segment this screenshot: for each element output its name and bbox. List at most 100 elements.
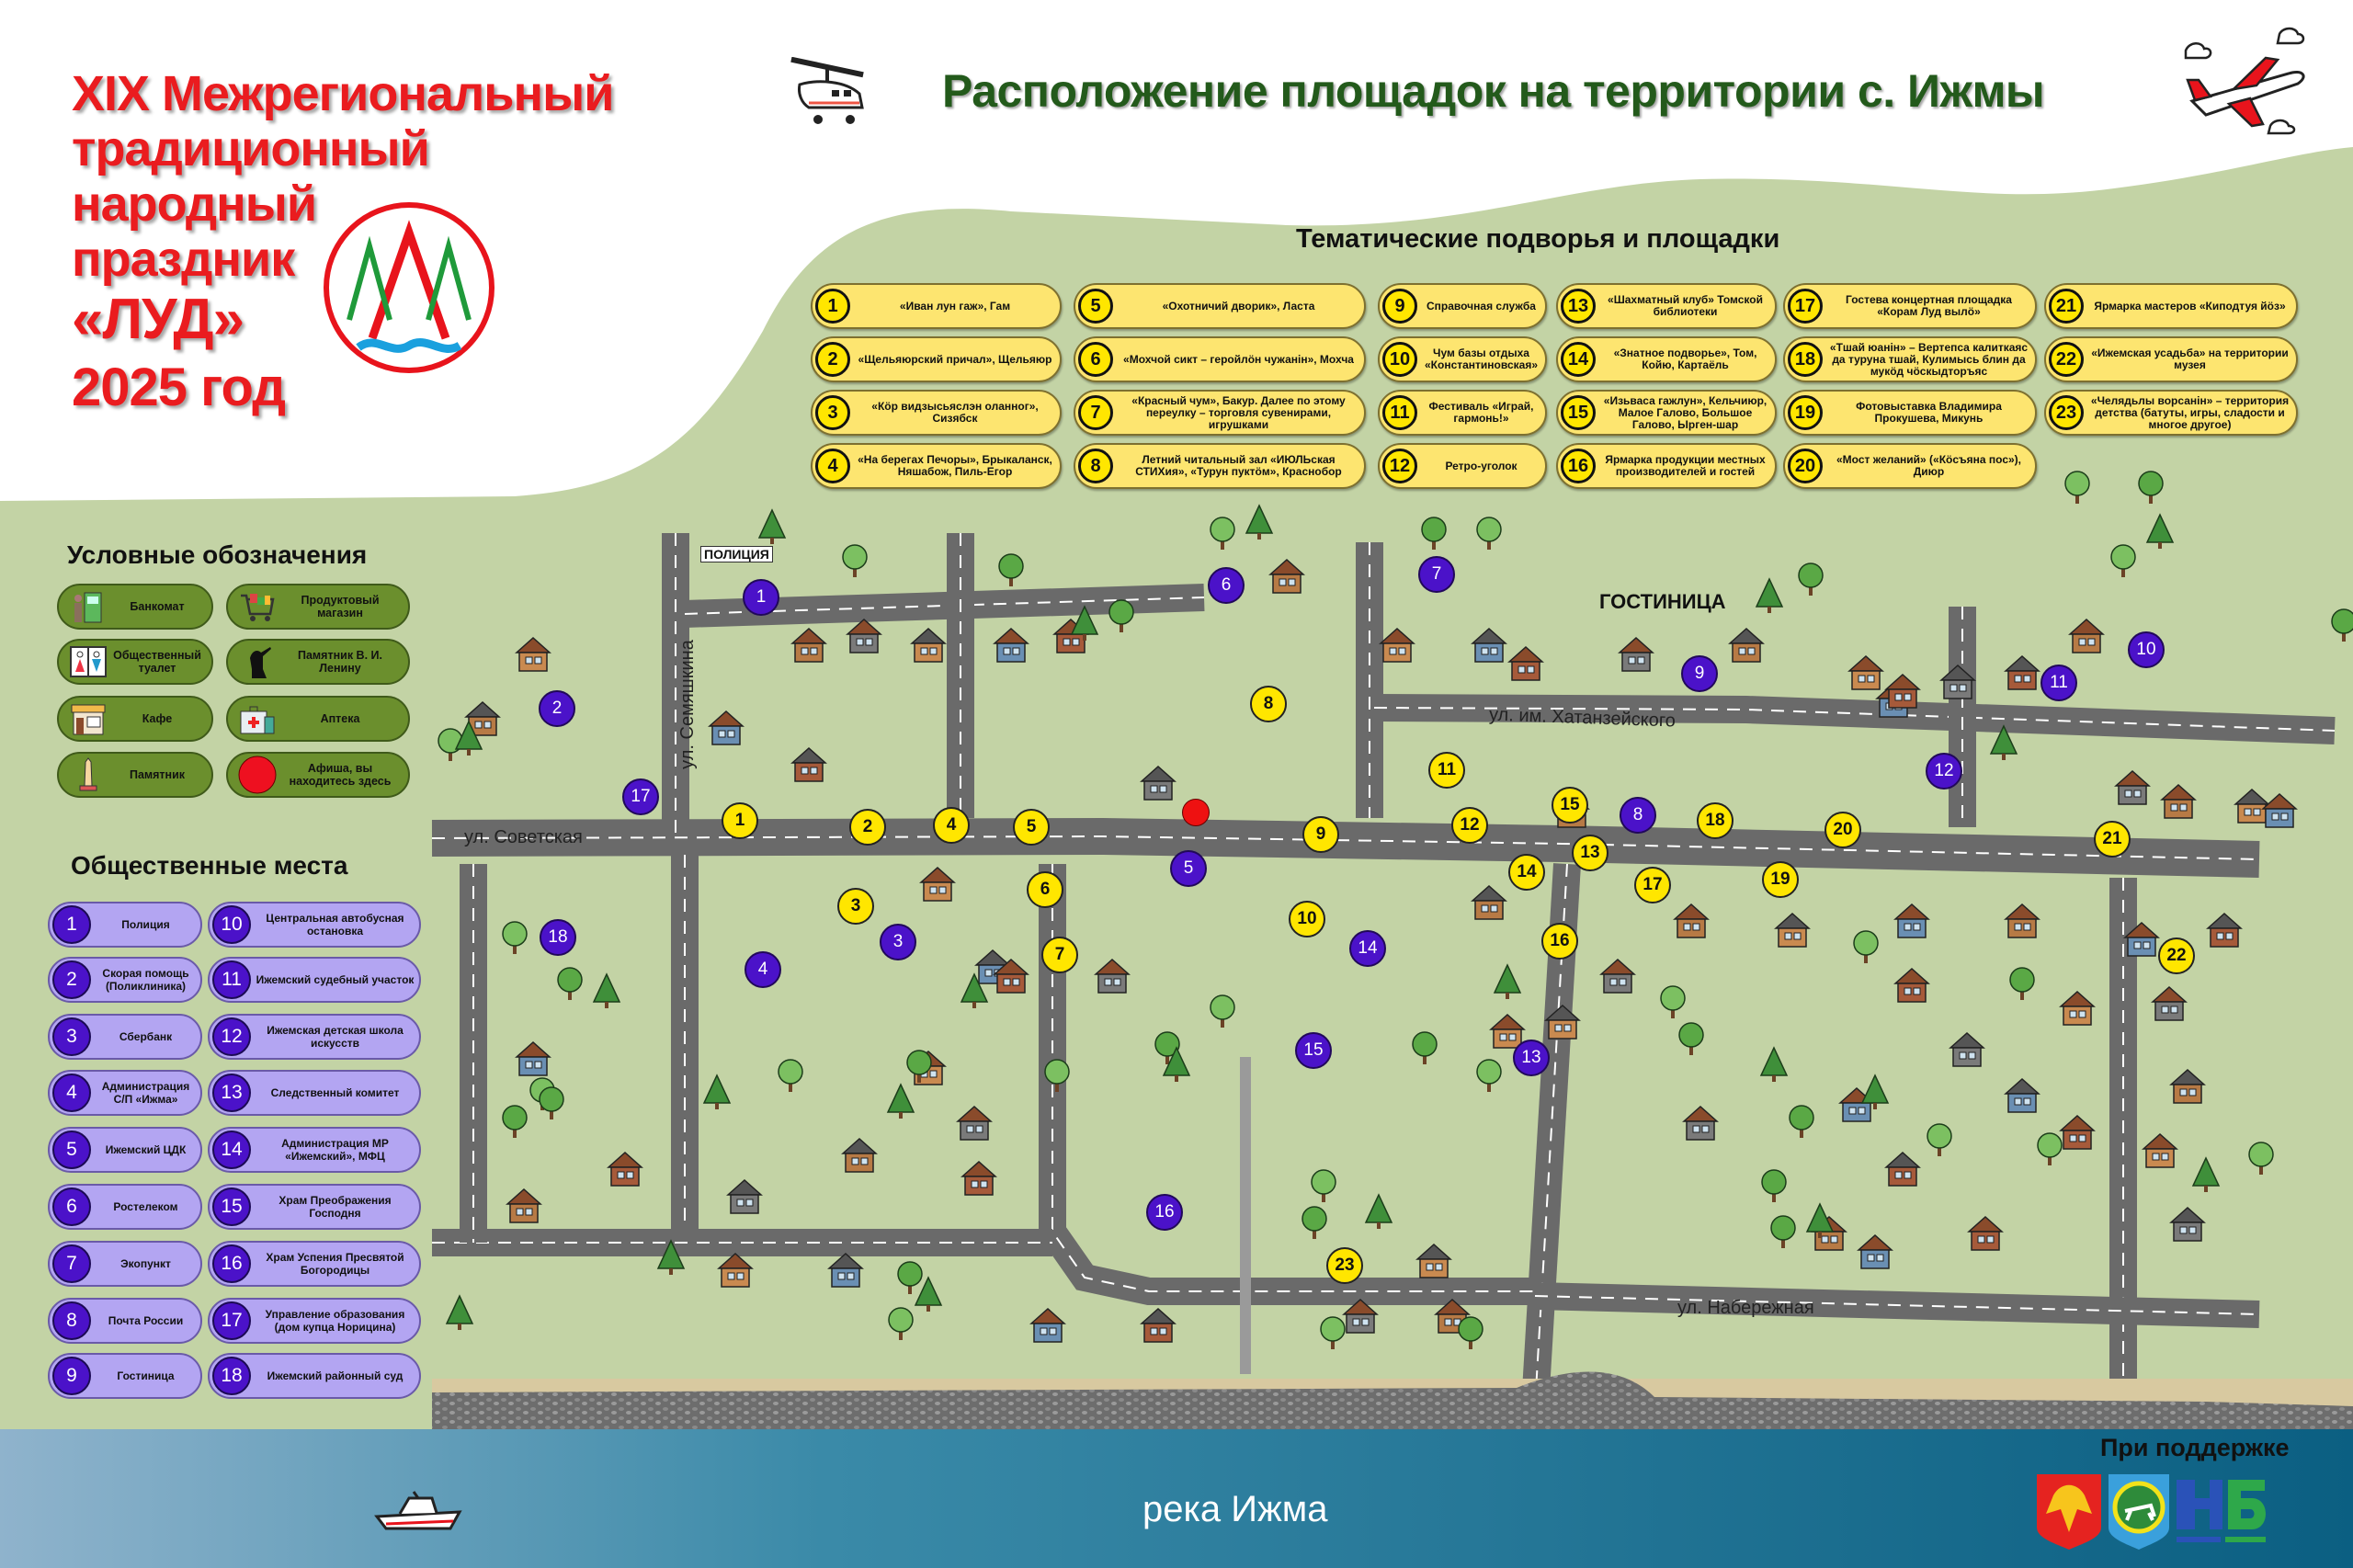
thematic-site-marker[interactable]: 2 xyxy=(849,809,886,846)
public-place-marker[interactable]: 3 xyxy=(880,924,916,960)
thematic-site-marker[interactable]: 13 xyxy=(1572,835,1608,871)
thematic-site-marker[interactable]: 5 xyxy=(1013,809,1050,846)
thematic-item-label: «Кöр видзысьяслэн оланног», Сизябск xyxy=(871,400,1039,425)
public-place-marker[interactable]: 7 xyxy=(1418,556,1455,593)
legend-item: Банкомат xyxy=(57,584,213,630)
house-icon xyxy=(846,618,882,653)
tree-icon xyxy=(757,508,787,544)
tree-icon xyxy=(1927,1123,1952,1156)
monument-icon xyxy=(68,756,108,793)
thematic-item-number: 22 xyxy=(2049,342,2084,377)
thematic-item-label: Летний читальный зал «ИЮЛЬская СТИХия», … xyxy=(1135,453,1342,478)
tree-icon xyxy=(1759,1046,1789,1082)
thematic-site-marker[interactable]: 8 xyxy=(1250,686,1287,722)
public-place-label: Сбербанк xyxy=(119,1030,173,1043)
public-place-marker[interactable]: 18 xyxy=(540,919,576,956)
thematic-site-marker[interactable]: 1 xyxy=(722,802,758,839)
thematic-item: 5«Охотничий дворик», Ласта xyxy=(1074,283,1366,329)
tree-icon xyxy=(2009,967,2035,1000)
tree-icon xyxy=(1108,599,1134,632)
public-place-marker[interactable]: 15 xyxy=(1295,1032,1332,1069)
thematic-site-marker[interactable]: 22 xyxy=(2158,937,2195,974)
public-place-number: 11 xyxy=(212,960,251,999)
public-place-marker[interactable]: 5 xyxy=(1170,850,1207,887)
sponsor-logos xyxy=(2037,1474,2266,1550)
thematic-item: 14«Знатное подворье», Том, Койю, Картаёл… xyxy=(1556,336,1777,382)
thematic-site-marker[interactable]: 21 xyxy=(2094,821,2131,858)
thematic-item-number: 8 xyxy=(1078,449,1113,483)
tree-icon xyxy=(1770,1215,1796,1248)
public-place-marker[interactable]: 13 xyxy=(1513,1040,1550,1076)
people-budget-logo xyxy=(2177,1480,2266,1542)
road-centerline xyxy=(431,835,2260,860)
tree-icon xyxy=(1311,1169,1336,1202)
tree-icon xyxy=(454,720,483,756)
you-are-here-marker[interactable] xyxy=(1182,799,1210,826)
thematic-site-marker[interactable]: 14 xyxy=(1508,854,1545,891)
public-place-marker[interactable]: 16 xyxy=(1146,1194,1183,1231)
public-place-label: Гостиница xyxy=(117,1369,175,1382)
thematic-site-marker[interactable]: 3 xyxy=(837,888,874,925)
thematic-item-number: 2 xyxy=(815,342,850,377)
house-icon xyxy=(841,1137,878,1173)
tree-icon xyxy=(2110,544,2136,577)
house-icon xyxy=(1471,884,1507,920)
public-place-label: Ижемский ЦДК xyxy=(105,1143,187,1156)
thematic-site-marker[interactable]: 4 xyxy=(933,807,970,844)
title-line: праздник xyxy=(72,232,295,287)
public-place-marker[interactable]: 12 xyxy=(1926,753,1962,790)
thematic-site-marker[interactable]: 12 xyxy=(1451,807,1488,844)
thematic-site-marker[interactable]: 19 xyxy=(1762,861,1799,898)
thematic-item-number: 23 xyxy=(2049,395,2084,430)
public-place-marker[interactable]: 11 xyxy=(2040,665,2077,701)
public-place-label: Экопункт xyxy=(120,1257,171,1270)
public-place-number: 2 xyxy=(52,960,91,999)
tree-icon xyxy=(1805,1202,1835,1238)
tree-icon xyxy=(1364,1193,1393,1229)
thematic-site-marker[interactable]: 17 xyxy=(1634,867,1671,903)
legend-item-label: Банкомат xyxy=(130,600,185,613)
thematic-item-label: «Ижемская усадьба» на территории музея xyxy=(2091,347,2289,371)
public-place-label: Скорая помощь (Поликлиника) xyxy=(102,967,189,993)
public-place-marker[interactable]: 9 xyxy=(1681,655,1718,692)
public-place-marker[interactable]: 2 xyxy=(539,690,575,727)
thematic-site-marker[interactable]: 6 xyxy=(1027,871,1063,908)
thematic-site-marker[interactable]: 16 xyxy=(1541,923,1578,960)
thematic-site-marker[interactable]: 20 xyxy=(1824,812,1861,848)
thematic-item-number: 6 xyxy=(1078,342,1113,377)
public-place-marker[interactable]: 14 xyxy=(1349,930,1386,967)
public-place-marker[interactable]: 8 xyxy=(1620,797,1656,834)
thematic-site-marker[interactable]: 23 xyxy=(1326,1247,1363,1284)
legend-item: Афиша, вы находитесь здесь xyxy=(226,752,410,798)
police-sign: ПОЛИЦИЯ xyxy=(700,546,773,562)
thematic-item-number: 19 xyxy=(1788,395,1823,430)
public-place-marker[interactable]: 4 xyxy=(745,951,781,988)
thematic-site-marker[interactable]: 15 xyxy=(1552,787,1588,824)
tree-icon xyxy=(886,1083,915,1119)
lenin-monument-icon xyxy=(237,643,278,680)
house-icon xyxy=(2114,769,2151,805)
public-place-marker[interactable]: 6 xyxy=(1208,567,1245,604)
public-place-number: 9 xyxy=(52,1357,91,1395)
public-place-marker[interactable]: 1 xyxy=(743,579,779,616)
public-place-marker[interactable]: 10 xyxy=(2128,631,2165,668)
title-line: «ЛУД» xyxy=(72,288,244,351)
legend-item-label: Памятник В. И. Ленину xyxy=(298,649,382,675)
river-label: река Ижма xyxy=(1142,1489,1328,1529)
public-place-marker[interactable]: 17 xyxy=(622,778,659,815)
thematic-item-label: «Щельяюрский причал», Щельяюр xyxy=(858,352,1052,366)
house-icon xyxy=(1673,903,1710,938)
tree-icon xyxy=(897,1261,923,1294)
thematic-site-marker[interactable]: 10 xyxy=(1289,901,1325,937)
thematic-site-marker[interactable]: 7 xyxy=(1041,937,1078,973)
thematic-item-label: «Мохчой сикт – геройлöн чужанiн», Мохча xyxy=(1123,352,1354,366)
thematic-site-marker[interactable]: 9 xyxy=(1302,816,1339,853)
public-place-label: Управление образования (дом купца Норици… xyxy=(265,1308,405,1334)
thematic-item: 23«Челядьлы ворсанiн» – территория детст… xyxy=(2044,390,2298,436)
thematic-site-marker[interactable]: 11 xyxy=(1428,752,1465,789)
thematic-site-marker[interactable]: 18 xyxy=(1697,802,1733,839)
thematic-item-label: Фотовыставка Владимира Прокушева, Микунь xyxy=(1856,400,2002,425)
